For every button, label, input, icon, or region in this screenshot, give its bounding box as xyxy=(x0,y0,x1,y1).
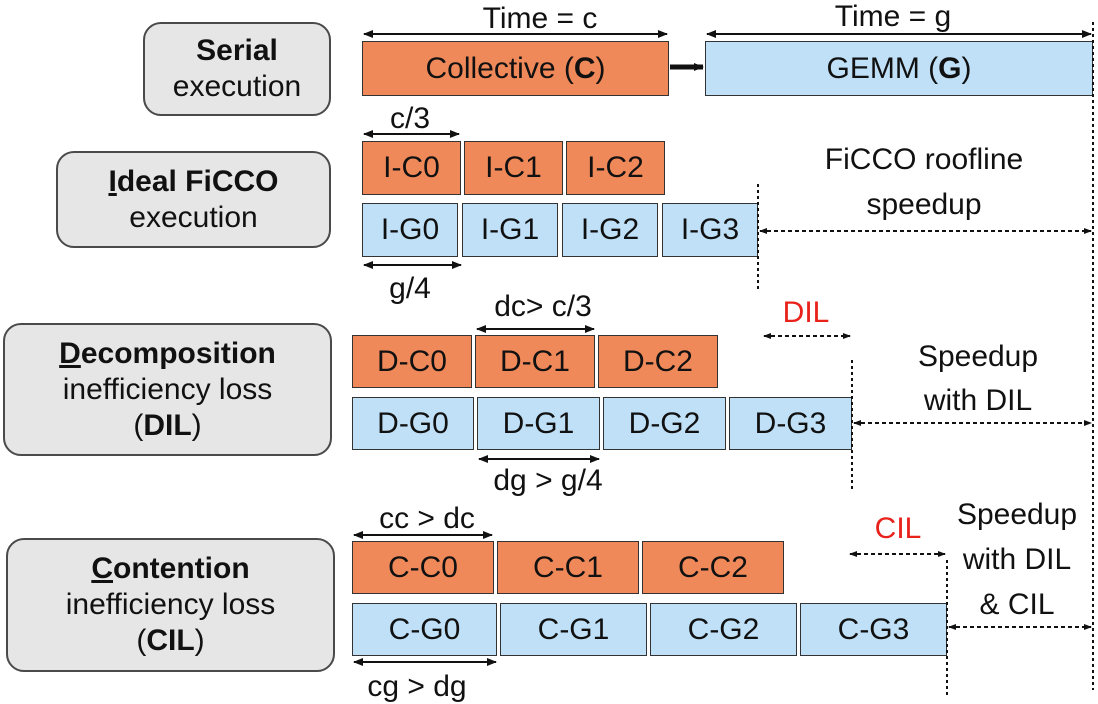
gemm-bold: G xyxy=(938,51,962,85)
ideal-sub: execution xyxy=(129,200,258,234)
dil-collective-2: D-C2 xyxy=(598,335,718,388)
dil-title-initial: D xyxy=(59,336,81,370)
cil-abbr-text: CIL xyxy=(146,624,195,657)
time-c-label: Time = c xyxy=(482,2,598,35)
dil-g-label: dg > g/4 xyxy=(493,464,603,497)
ideal-title: Ideal FiCCO xyxy=(108,164,278,200)
dil-abbr: (DIL) xyxy=(133,408,201,444)
ideal-label: Ideal FiCCO execution xyxy=(56,151,331,248)
ideal-title-rest: deal FiCCO xyxy=(116,164,279,198)
gemm-prefix: GEMM ( xyxy=(826,51,939,85)
cil-title-initial: C xyxy=(91,552,114,585)
dil-c-label: dc> c/3 xyxy=(494,290,592,323)
dil-gemm-2: D-G2 xyxy=(603,397,726,450)
dil-gemm-1: D-G1 xyxy=(477,397,600,450)
cil-speedup-line2: with DIL xyxy=(962,543,1072,576)
collective-prefix: Collective ( xyxy=(425,51,574,85)
cil-gemm-2: C-G2 xyxy=(650,603,797,656)
dil-gemm-3: D-G3 xyxy=(729,397,852,450)
serial-label: Serial execution xyxy=(143,22,331,116)
ideal-title-initial: I xyxy=(108,164,117,198)
ideal-gemm-3: I-G3 xyxy=(662,203,758,257)
cil-gemm-0: C-G0 xyxy=(352,603,497,656)
dil-gemm-0: D-G0 xyxy=(352,397,474,450)
cil-abbr-open: ( xyxy=(136,624,147,657)
cil-title: Contention xyxy=(91,551,249,587)
dil-label: Decomposition inefficiency loss (DIL) xyxy=(3,323,332,456)
dil-sub: inefficiency loss xyxy=(62,372,273,406)
cil-sub: inefficiency loss xyxy=(65,588,276,621)
cil-abbr-close: ) xyxy=(194,624,205,657)
ideal-gemm-1: I-G1 xyxy=(462,203,558,257)
time-g-label: Time = g xyxy=(834,0,952,33)
dil-collective-1: D-C1 xyxy=(475,335,595,388)
cil-c-label: cc > dc xyxy=(379,502,475,535)
dil-abbr-open: ( xyxy=(133,408,144,442)
cil-collective-0: C-C0 xyxy=(352,541,494,594)
dil-loss-label: DIL xyxy=(782,296,830,329)
ideal-gemm-0: I-G0 xyxy=(362,203,458,257)
dil-abbr-close: ) xyxy=(191,408,202,442)
cil-loss-label: CIL xyxy=(874,512,922,545)
cil-collective-1: C-C1 xyxy=(497,541,639,594)
ideal-speedup-line2: speedup xyxy=(866,188,982,221)
dil-title: Decomposition xyxy=(59,336,276,372)
dil-speedup-line1: Speedup xyxy=(917,340,1039,373)
collective-block: Collective (C) xyxy=(362,41,669,96)
dil-abbr-text: DIL xyxy=(143,408,192,442)
cil-abbr: (CIL) xyxy=(136,623,204,659)
collective-suffix: ) xyxy=(595,51,606,85)
gemm-block: GEMM (G) xyxy=(705,41,1093,96)
cil-collective-2: C-C2 xyxy=(642,541,784,594)
cil-g-label: cg > dg xyxy=(367,670,467,703)
serial-title: Serial xyxy=(196,34,278,67)
cil-label: Contention inefficiency loss (CIL) xyxy=(6,538,335,672)
serial-sub: execution xyxy=(172,70,302,103)
cil-gemm-1: C-G1 xyxy=(500,603,647,656)
dil-collective-0: D-C0 xyxy=(352,335,472,388)
ideal-speedup-line1: FiCCO roofline xyxy=(824,143,1024,176)
ideal-c-label: c/3 xyxy=(389,102,431,135)
cil-speedup-line1: Speedup xyxy=(956,498,1078,531)
gemm-suffix: ) xyxy=(961,51,972,85)
cil-speedup-line3: & CIL xyxy=(979,588,1055,621)
ideal-gemm-2: I-G2 xyxy=(562,203,658,257)
collective-bold: C xyxy=(573,51,596,85)
ideal-collective-1: I-C1 xyxy=(464,141,563,195)
cil-title-rest: ontention xyxy=(113,552,250,585)
ideal-g-label: g/4 xyxy=(389,272,431,305)
cil-gemm-3: C-G3 xyxy=(800,603,947,656)
ideal-collective-0: I-C0 xyxy=(362,141,461,195)
dil-speedup-line2: with DIL xyxy=(923,384,1033,417)
dil-title-rest: ecomposition xyxy=(80,336,276,370)
ideal-collective-2: I-C2 xyxy=(566,141,665,195)
